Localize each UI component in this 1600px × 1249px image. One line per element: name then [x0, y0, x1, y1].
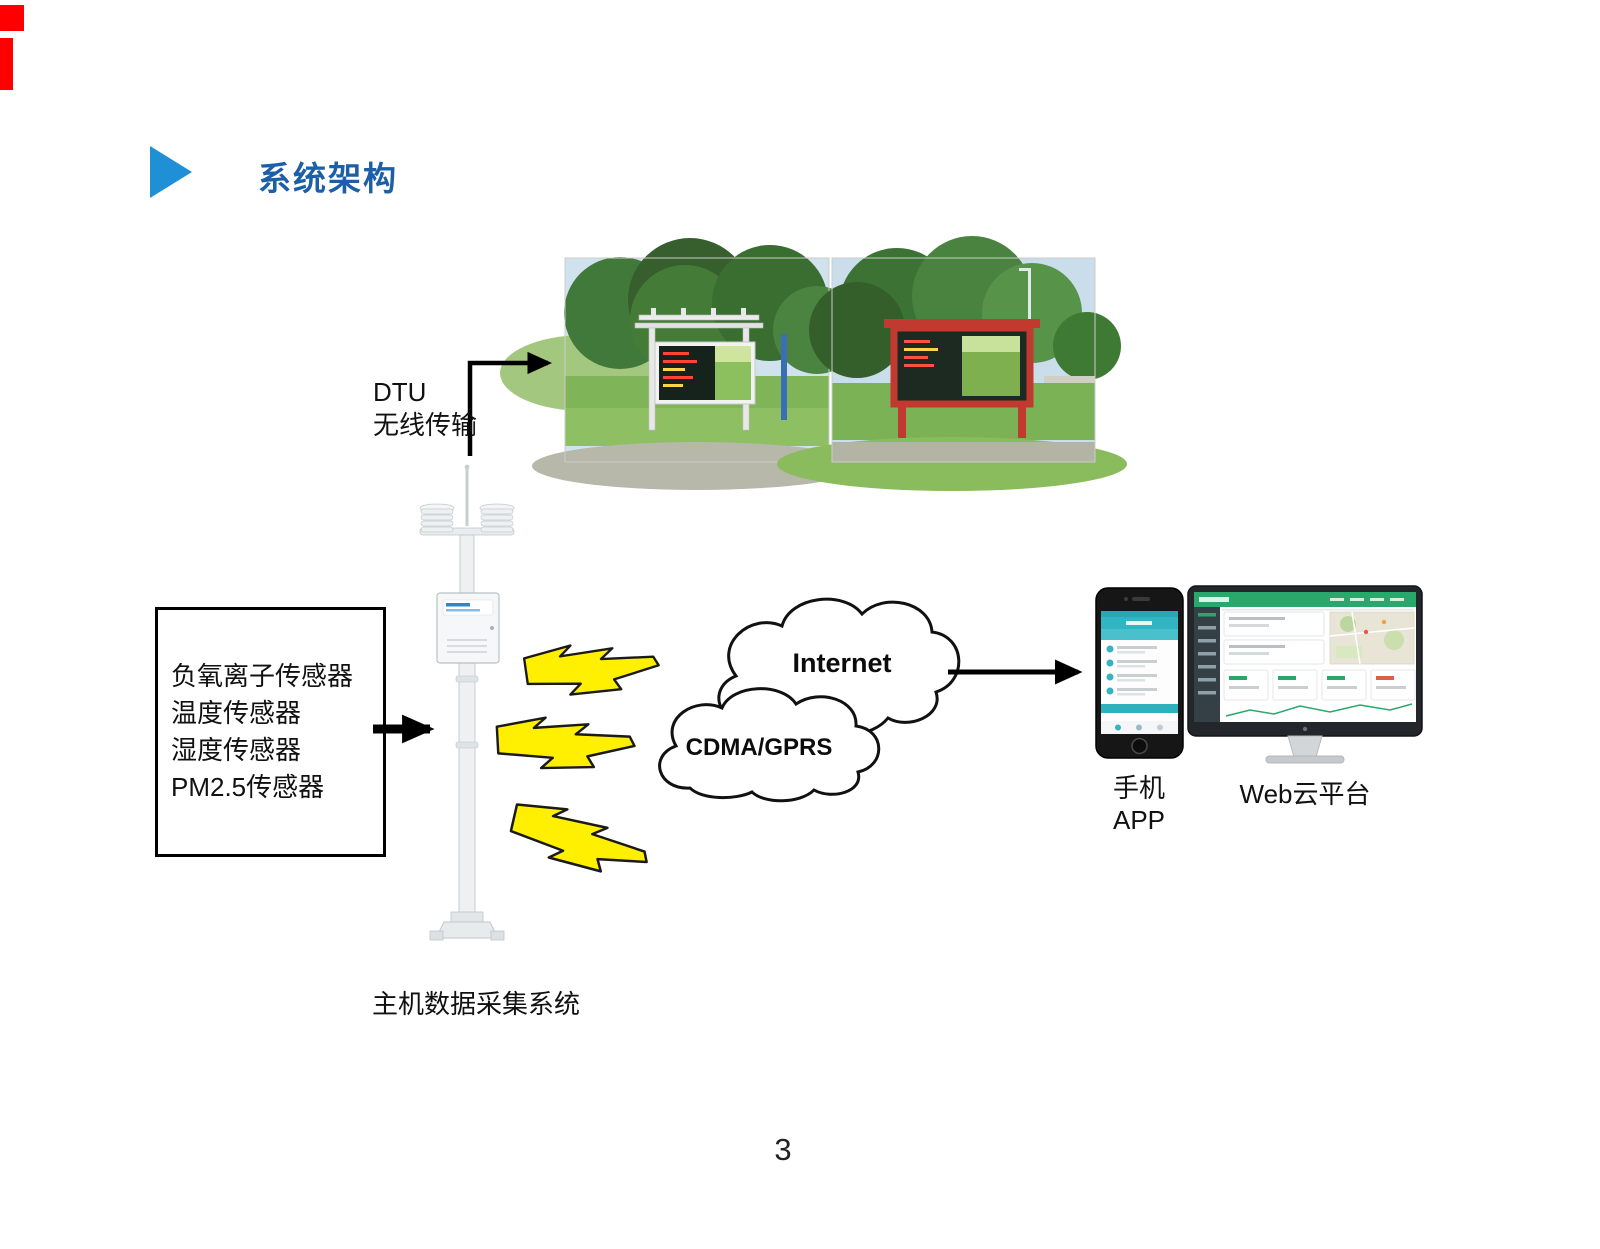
- lightning-bolt-1: [518, 633, 662, 709]
- sensor-item: 温度传感器: [171, 698, 302, 728]
- internet-cloud-label: Internet: [792, 648, 892, 678]
- section-title: 系统架构: [258, 160, 398, 197]
- dtu-label-line2: 无线传输: [373, 410, 478, 440]
- phone-home-button: [1131, 737, 1148, 755]
- page-number: 3: [774, 1132, 792, 1167]
- installation-photos: [500, 236, 1127, 491]
- desktop-monitor: [1187, 585, 1423, 764]
- cdma-gprs-cloud-label: CDMA/GPRS: [685, 734, 833, 761]
- sensor-item: 湿度传感器: [171, 735, 302, 765]
- monitoring-station: [419, 464, 515, 941]
- phone-caption: 手机APP: [1112, 773, 1166, 835]
- sensor-list-box: 负氧离子传感器 温度传感器 湿度传感器 PM2.5传感器: [155, 607, 386, 857]
- cdma-gprs-cloud: [658, 687, 881, 803]
- sensor-item: 负氧离子传感器: [171, 661, 354, 691]
- edge-red-mark-bottom: [0, 38, 13, 90]
- smartphone: [1095, 587, 1184, 759]
- sensor-item: PM2.5传感器: [171, 772, 325, 802]
- edge-red-mark-top: [0, 5, 24, 31]
- dtu-label-line1: DTU: [373, 377, 427, 407]
- lightning-bolt-3: [500, 781, 653, 903]
- station-caption: 主机数据采集系统: [372, 989, 581, 1019]
- dtu-uplink-arrow: [467, 351, 553, 456]
- section-bullet-triangle-icon: [150, 146, 192, 198]
- dtu-label: DTU 无线传输: [373, 376, 477, 442]
- lightning-bolt-2: [488, 701, 639, 790]
- web-platform-caption: Web云平台: [1239, 779, 1371, 809]
- installation-photo-right: [777, 236, 1127, 491]
